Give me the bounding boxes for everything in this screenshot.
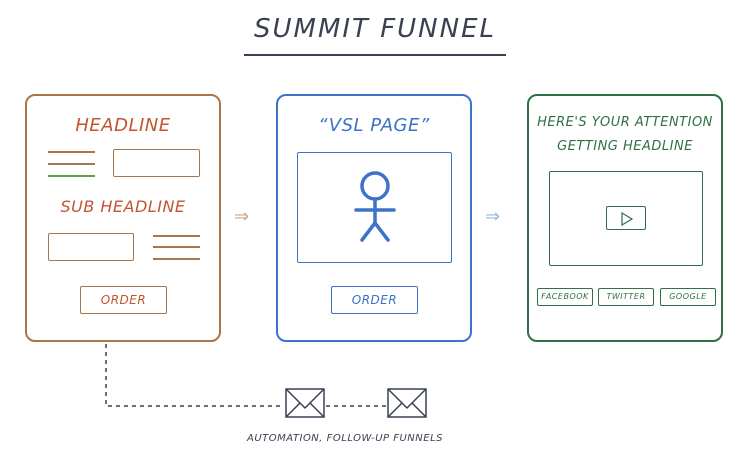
video-frame xyxy=(297,152,452,263)
play-icon xyxy=(621,212,634,226)
diagram-title: Summit Funnel xyxy=(253,14,496,44)
text-line xyxy=(153,246,200,248)
vsl-page-card xyxy=(276,94,472,342)
play-button[interactable] xyxy=(606,206,646,230)
page3-headline-line2: getting headline xyxy=(557,139,693,154)
image-placeholder xyxy=(113,149,200,177)
twitter-button[interactable]: Twitter xyxy=(598,288,654,306)
automation-connector xyxy=(105,344,386,407)
video-frame xyxy=(549,171,703,266)
sales-page-card xyxy=(25,94,221,342)
page1-headline: Headline xyxy=(75,115,171,136)
arrow-right-icon: ⇒ xyxy=(234,206,250,227)
facebook-button[interactable]: Facebook xyxy=(537,288,593,306)
text-line xyxy=(153,235,200,237)
envelope-icon xyxy=(387,388,427,418)
page3-headline-line1: Here's your attention xyxy=(537,115,713,130)
text-line xyxy=(48,175,95,177)
google-button[interactable]: Google xyxy=(660,288,716,306)
text-line xyxy=(153,258,200,260)
text-line xyxy=(48,151,95,153)
page1-subheadline: Sub Headline xyxy=(60,197,186,216)
title-underline xyxy=(244,54,506,56)
arrow-right-icon: ⇒ xyxy=(485,206,501,227)
text-line xyxy=(48,163,95,165)
page2-headline: “VSL Page” xyxy=(318,115,430,136)
stick-figure-icon xyxy=(354,171,396,242)
automation-caption: Automation, follow-up funnels xyxy=(247,433,443,444)
page2-order-button[interactable]: Order xyxy=(331,286,418,314)
envelope-icon xyxy=(285,388,325,418)
page1-order-button[interactable]: Order xyxy=(80,286,167,314)
thank-you-page-card xyxy=(527,94,723,342)
image-placeholder xyxy=(48,233,134,261)
